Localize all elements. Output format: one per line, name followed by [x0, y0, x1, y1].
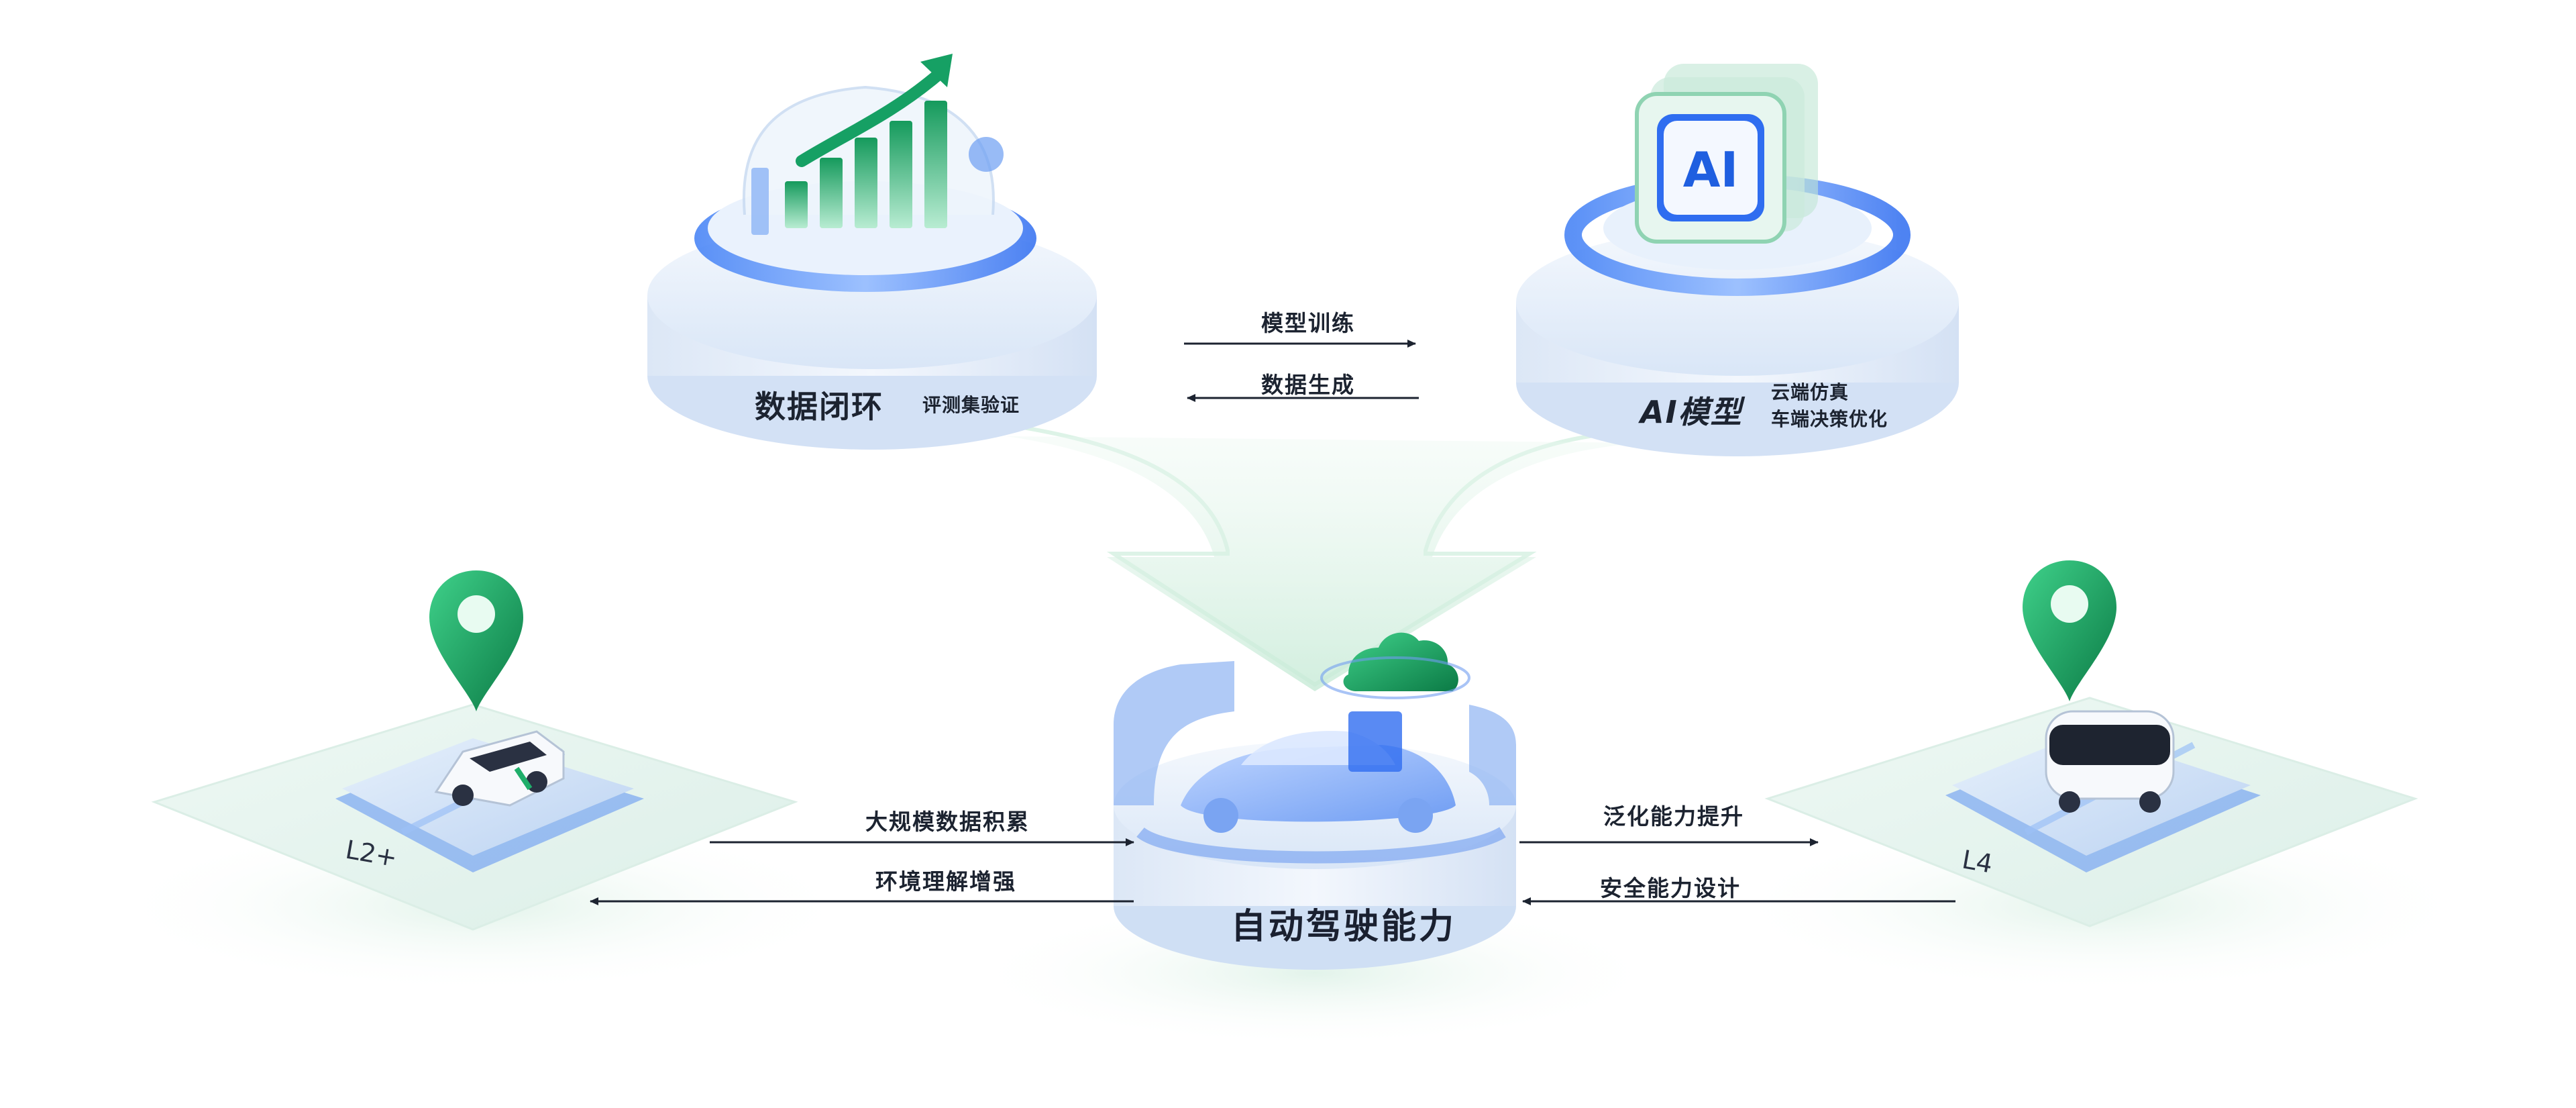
edge-label-generalization: 泛化能力提升: [1603, 803, 1744, 829]
edge-label-safety-design: 安全能力设计: [1600, 875, 1741, 901]
edge-label-large-scale-data: 大规模数据积累: [865, 809, 1030, 835]
data-loop-subtitle: 评测集验证: [922, 394, 1020, 416]
robotaxi-location-pin-icon: [2023, 560, 2175, 813]
ai-model-subtitle-line-1: 云端仿真: [1771, 381, 1849, 403]
ai-model-node: AI: [1516, 64, 1959, 456]
data-loop-title: 数据闭环: [755, 389, 883, 425]
data-loop-node: [647, 54, 1097, 450]
autonomous-driving-node: [1114, 632, 1516, 970]
sedan-location-pin-icon: [429, 570, 565, 807]
ai-model-title: AI模型: [1640, 394, 1743, 430]
edge-label-env-understanding: 环境理解增强: [875, 868, 1016, 895]
bar-chart-growth-icon: [751, 54, 1004, 235]
ai-chip-icon: [1635, 64, 1818, 244]
ai-model-subtitle: 云端仿真 车端决策优化: [1771, 379, 1888, 433]
l4-label: L4: [1960, 844, 1995, 879]
l4-node: [1764, 560, 2418, 927]
l2-plus-node: [151, 570, 798, 931]
ai-model-subtitle-line-2: 车端决策优化: [1771, 408, 1888, 430]
merge-arrow: [992, 421, 1651, 691]
ai-badge-text: AI: [1683, 142, 1739, 198]
autonomous-driving-title: 自动驾驶能力: [1231, 907, 1457, 947]
edge-label-data-generation: 数据生成: [1261, 372, 1355, 398]
edge-label-model-training: 模型训练: [1261, 310, 1355, 336]
car-cloud-icon: [1181, 632, 1470, 833]
